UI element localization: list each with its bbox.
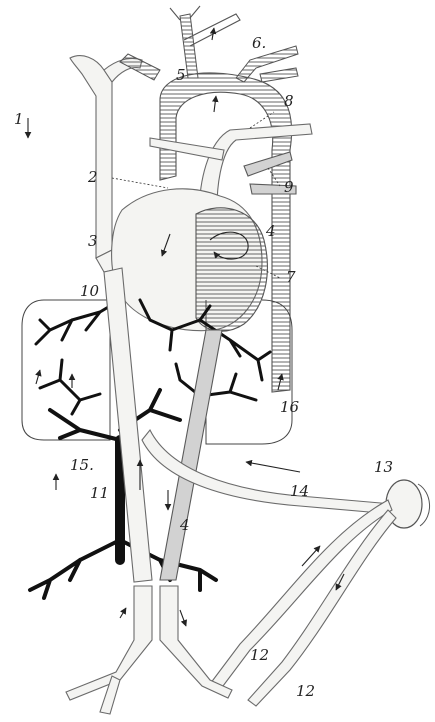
label-1: 1 — [14, 110, 24, 128]
label-15: 15. — [70, 456, 94, 474]
label-7: 7 — [286, 268, 296, 286]
label-2: 2 — [87, 168, 98, 186]
label-12-upper: 12 — [250, 646, 269, 664]
label-12-lower: 12 — [296, 682, 315, 700]
umbilical-arteries — [210, 500, 396, 706]
label-4-lower: 4 — [179, 516, 190, 534]
label-13: 13 — [374, 458, 393, 476]
label-5: 5 — [176, 66, 186, 84]
label-8: 8 — [284, 92, 294, 110]
heart — [112, 189, 268, 331]
label-6: 6. — [252, 34, 266, 52]
label-4-upper: 4 — [265, 222, 276, 240]
label-14: 14 — [290, 482, 309, 500]
label-10: 10 — [80, 282, 100, 300]
label-9: 9 — [284, 178, 294, 196]
label-11: 11 — [90, 484, 109, 502]
label-3: 3 — [88, 232, 98, 250]
label-16: 16 — [280, 398, 300, 416]
iliac-vessels — [66, 586, 232, 714]
